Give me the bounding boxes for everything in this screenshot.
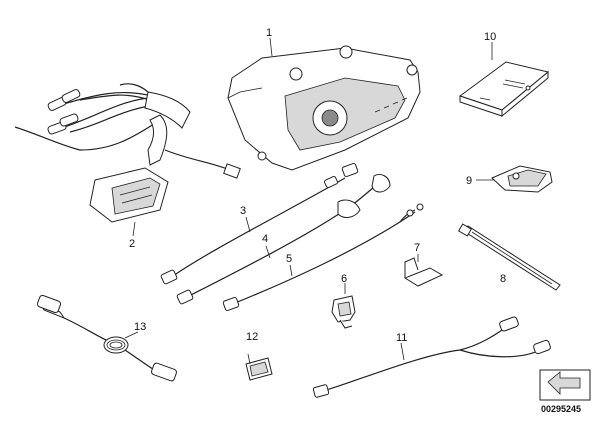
part-9-clip (491, 165, 553, 193)
callout-9: 9 (466, 175, 472, 187)
callout-4: 4 (262, 233, 268, 245)
part-13-coil-cable (36, 294, 177, 382)
callout-6: 6 (341, 273, 347, 285)
callout-1: 1 (266, 27, 272, 39)
part-10-manual (458, 61, 550, 118)
callout-11: 11 (396, 332, 407, 344)
part-12-holder (245, 353, 273, 381)
part-5-cable (222, 203, 424, 312)
part-1-housing (227, 45, 421, 171)
callout-2: 2 (129, 238, 135, 250)
callout-8: 8 (500, 273, 506, 285)
callout-12: 12 (246, 331, 258, 343)
callout-5: 5 (286, 253, 292, 265)
arrow-return-icon (547, 371, 581, 395)
callout-7: 7 (414, 242, 420, 254)
callout-13: 13 (134, 321, 146, 333)
image-code: 00295245 (541, 404, 581, 414)
callout-10: 10 (484, 31, 496, 43)
part-8-cable-tie (457, 223, 561, 291)
part-7-bracket (403, 257, 444, 287)
callout-3: 3 (240, 205, 246, 217)
part-4-cable (176, 173, 391, 305)
part-11-cable (312, 316, 551, 398)
reference-box: 00295245 (539, 369, 591, 414)
part-2-harness (14, 83, 241, 223)
part-3-cable (160, 162, 359, 285)
part-6-clip (331, 295, 356, 329)
